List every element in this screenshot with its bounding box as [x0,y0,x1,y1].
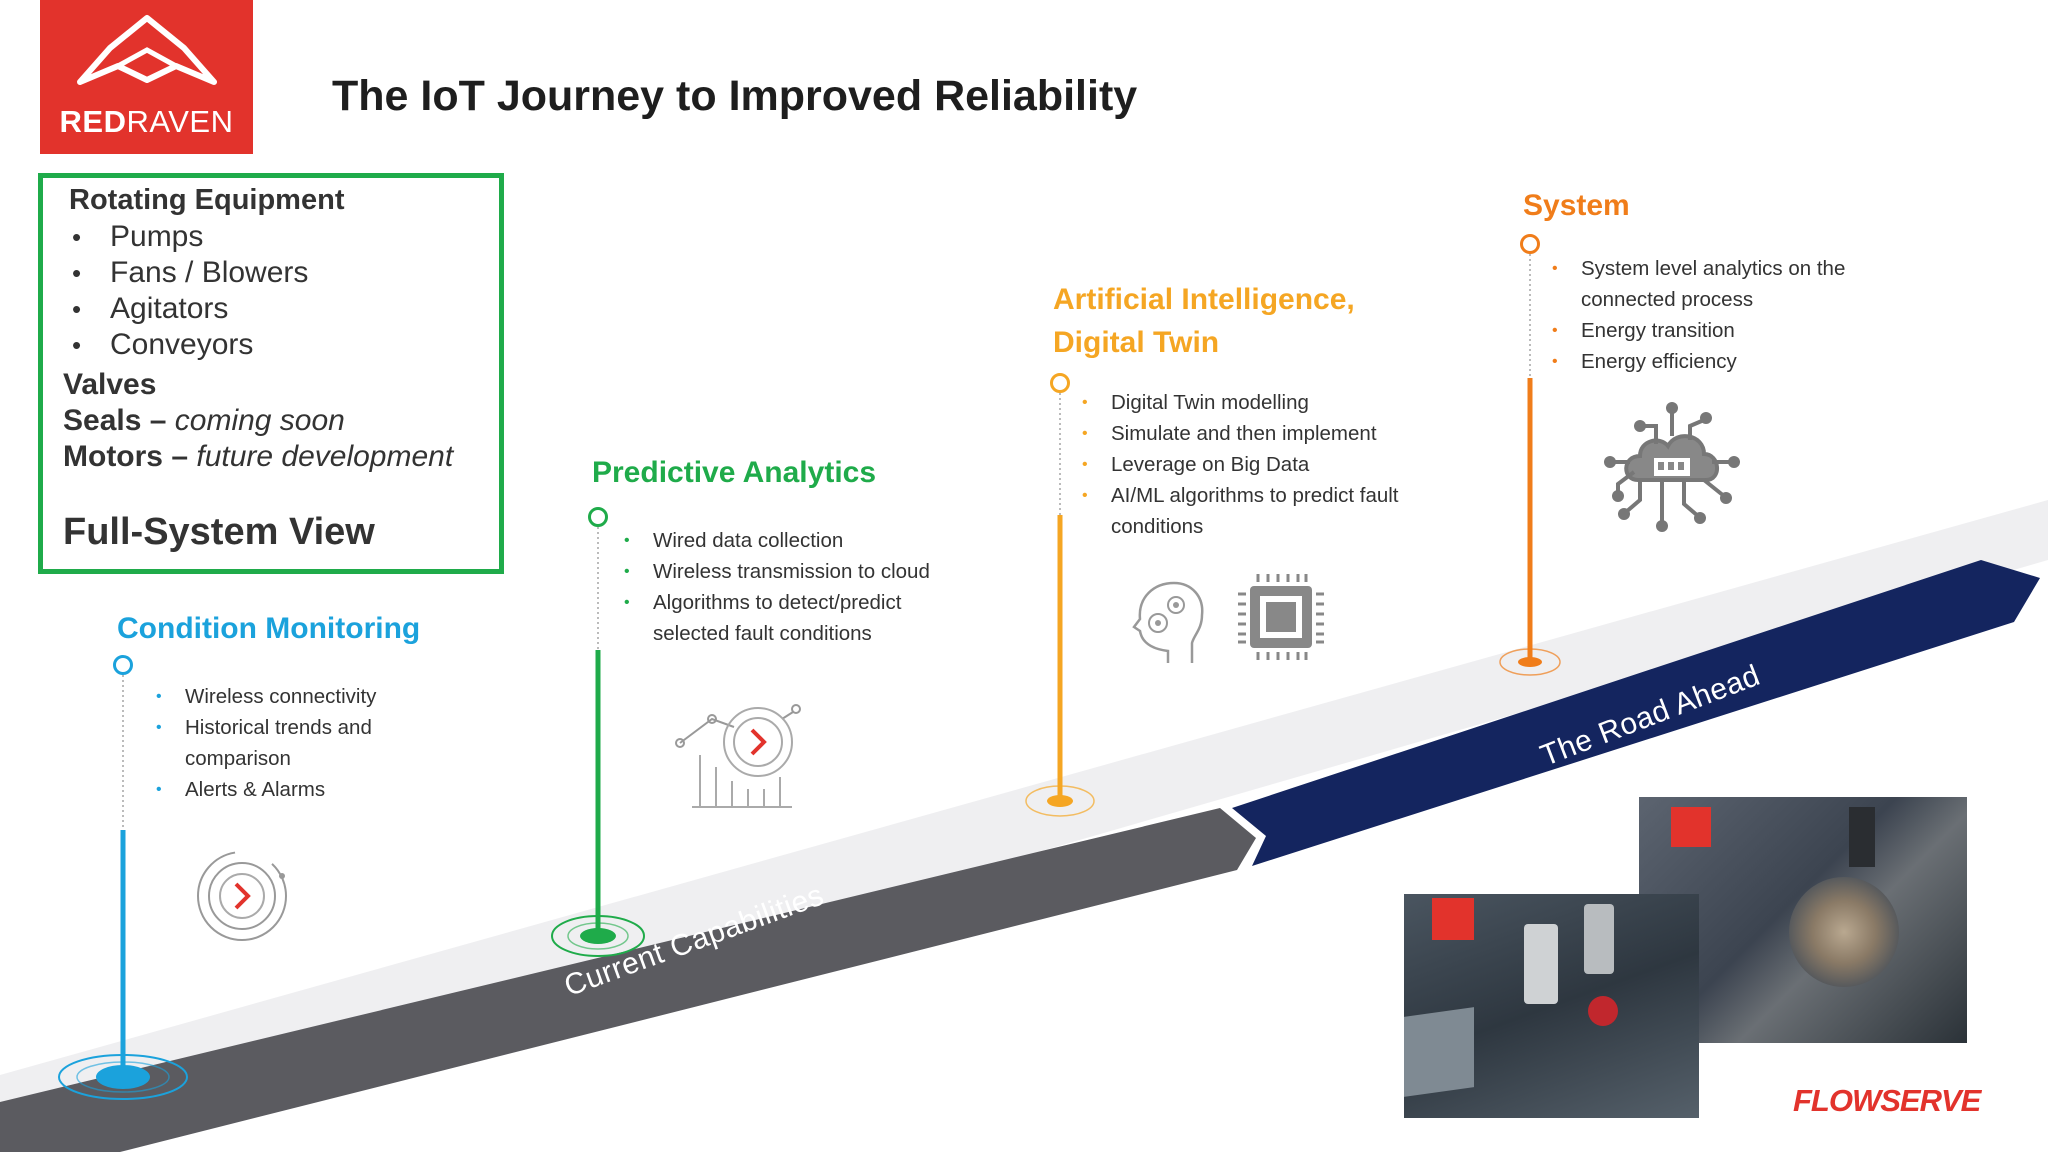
sensor-photo [1849,807,1875,867]
system-list: • System level analytics on the connected… [1552,253,1871,377]
bullet-dot: • [72,258,82,288]
bullet-dot: • [156,688,162,705]
valve-photo [1524,924,1558,1004]
logo-red: RED [59,104,127,139]
bullet-dot: • [624,594,630,611]
ai-digital-twin-title: Artificial Intelligence, Digital Twin [1053,278,1355,364]
list-item: • System level analytics on the connected… [1552,253,1871,315]
bullet-dot: • [1082,394,1088,411]
motors-label: Motors – [63,440,189,473]
list-item: • Alerts & Alarms [156,774,425,805]
bullet-text: Alerts & Alarms [185,778,326,801]
seals-line: Seals – coming soon [63,404,345,438]
bullet-dot: • [72,330,82,360]
motors-line: Motors – future development [63,440,453,474]
valves-label: Valves [63,368,157,401]
bullet-dot: • [72,294,82,324]
equipment-item: Conveyors [110,328,254,361]
list-item: • Leverage on Big Data [1082,449,1441,480]
ai-title-line1: Artificial Intelligence, [1053,283,1355,316]
coupling-photo [1789,877,1899,987]
list-item: • AI/ML algorithms to predict fault condi… [1082,480,1441,542]
analytics-chart-icon [675,704,801,808]
bullet-text: Wired data collection [653,529,844,552]
ai-digital-twin-list: • Digital Twin modelling • Simulate and th… [1082,387,1441,542]
bullet-dot: • [1082,425,1088,442]
rotating-equipment-heading: Rotating Equipment [69,184,345,216]
equipment-item: Pumps [110,220,204,253]
condition-monitoring-icon [197,851,287,941]
bullet-dot: • [1082,456,1088,473]
list-item: • Energy efficiency [1552,346,1871,377]
list-item: • Wireless transmission to cloud [624,556,943,587]
bullet-text: Leverage on Big Data [1111,453,1310,476]
bullet-dot: • [1552,322,1558,339]
equipment-photo-front [1404,894,1699,1118]
bullet-text: System level analytics on the connected … [1581,257,1846,311]
redraven-badge-icon [1671,807,1711,847]
ai-title-line2: Digital Twin [1053,326,1220,359]
bullet-text: Energy efficiency [1581,350,1737,373]
seals-label: Seals – [63,404,167,437]
list-item: • Simulate and then implement [1082,418,1441,449]
bullet-text: Algorithms to detect/predict selected fa… [653,591,902,645]
bullet-dot: • [1552,260,1558,277]
condition-monitoring-list: • Wireless connectivity • Historical trend… [156,681,425,805]
bullet-dot: • [1552,353,1558,370]
bullet-text: Simulate and then implement [1111,422,1377,445]
list-item: • Energy transition [1552,315,1871,346]
list-item: • Wireless connectivity [156,681,425,712]
motors-note: future development [196,440,454,473]
bullet-text: Wireless transmission to cloud [653,560,930,583]
seals-note: coming soon [174,404,345,437]
bullet-dot: • [624,532,630,549]
bullet-text: Wireless connectivity [185,685,377,708]
predictive-analytics-title: Predictive Analytics [592,456,877,489]
bullet-dot: • [624,563,630,580]
logo-raven: RAVEN [126,104,234,139]
bullet-text: AI/ML algorithms to predict fault condit… [1111,484,1399,538]
equipment-item: Fans / Blowers [110,256,309,289]
list-item: • Digital Twin modelling [1082,387,1441,418]
bullet-dot: • [156,781,162,798]
cpu-chip-icon [1238,574,1324,660]
tablet-photo [1404,1007,1474,1097]
full-system-view: Full-System View [63,511,375,553]
equipment-box: Rotating Equipment • Pumps • Fans / Blow… [38,173,504,574]
bullet-text: Digital Twin modelling [1111,391,1309,414]
alert-light [1588,996,1618,1026]
list-item: • Historical trends and comparison [156,712,425,774]
bullet-dot: • [1082,487,1088,504]
condition-monitoring-title: Condition Monitoring [117,612,421,645]
flowserve-logo: FLOWSERVE [1793,1083,1981,1118]
predictive-analytics-list: • Wired data collection • Wireless transmi… [624,525,943,649]
redraven-logo: REDRAVEN [40,0,253,154]
valve-photo [1584,904,1614,974]
bullet-text: Historical trends and comparison [185,716,372,770]
redraven-badge-icon [1432,898,1474,940]
logo-wordmark: REDRAVEN [40,104,253,140]
equipment-item: Agitators [110,292,229,325]
bullet-text: Energy transition [1581,319,1735,342]
head-gears-icon [1132,581,1204,663]
raven-mountain-icon [77,15,217,85]
list-item: • Algorithms to detect/predict selected f… [624,587,943,649]
page-title: The IoT Journey to Improved Reliability [332,72,1138,120]
cloud-network-icon [1604,402,1740,532]
bullet-dot: • [156,719,162,736]
list-item: • Wired data collection [624,525,943,556]
bullet-dot: • [72,222,82,252]
system-title: System [1523,189,1630,222]
